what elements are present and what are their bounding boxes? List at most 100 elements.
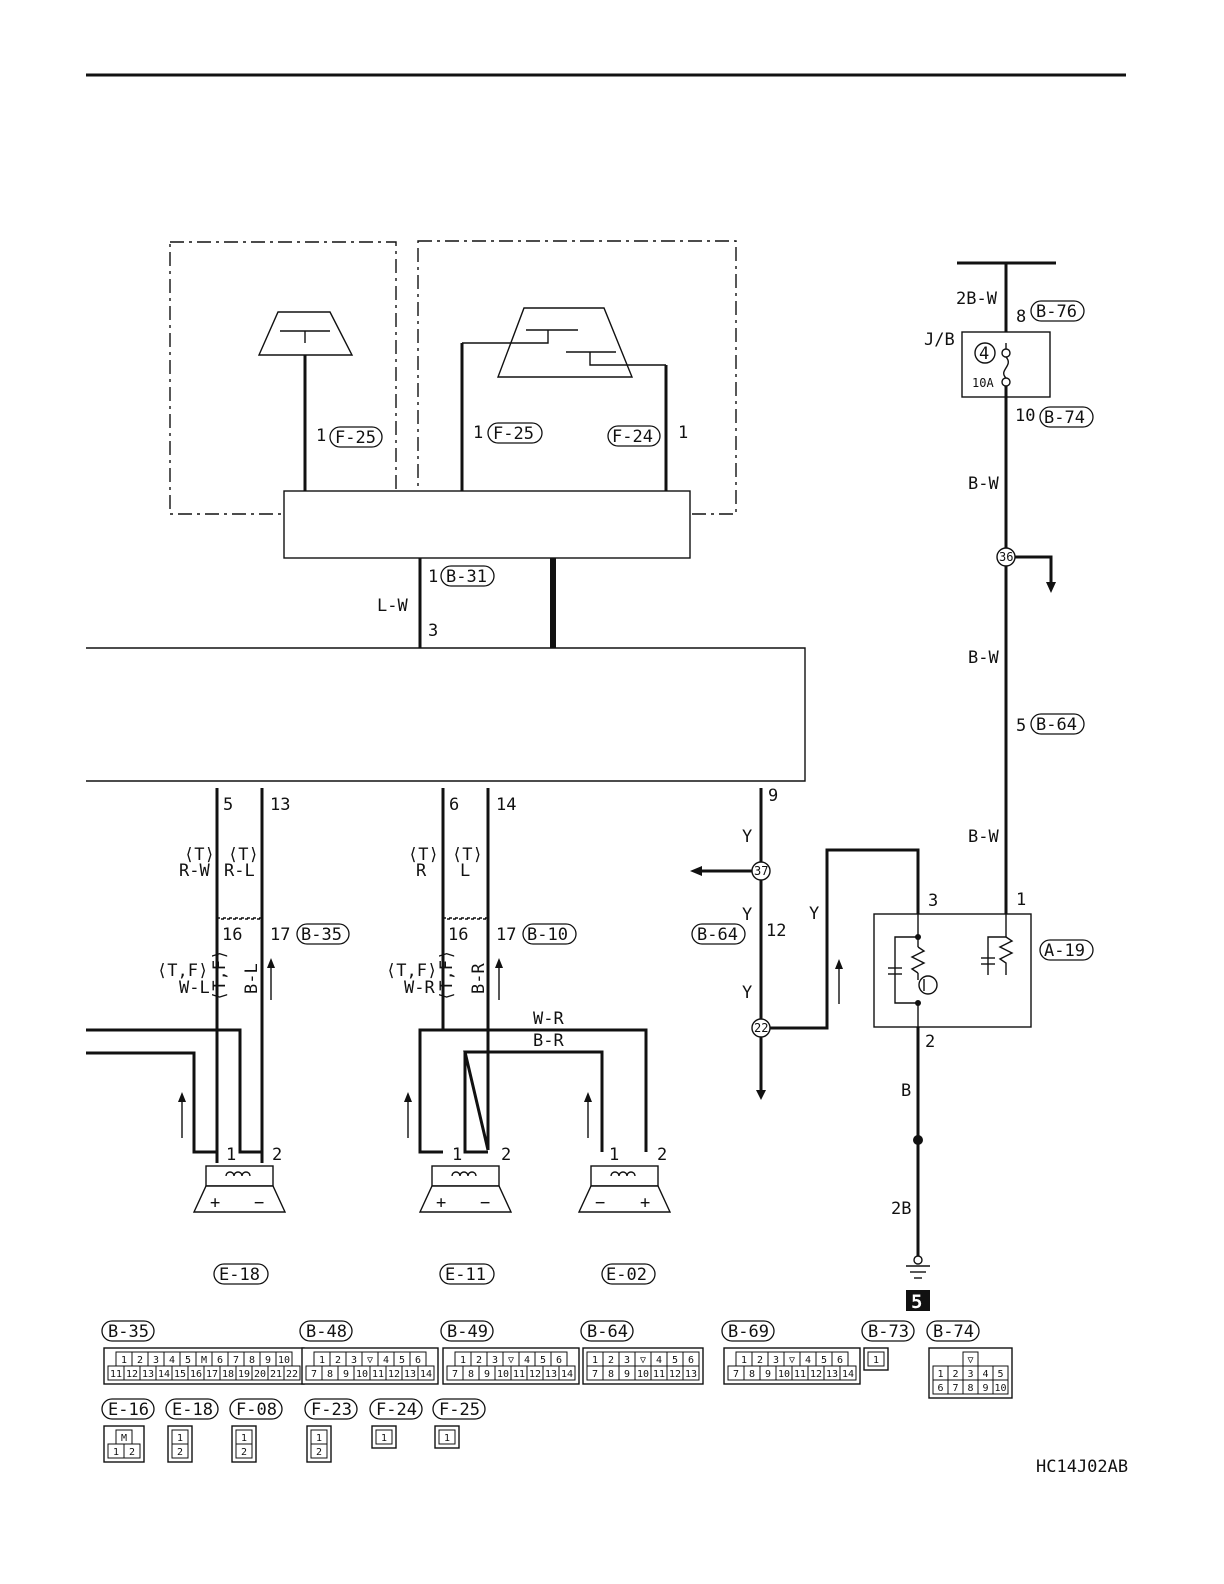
svg-text:1: 1	[381, 1433, 387, 1444]
svg-text:6: 6	[937, 1383, 943, 1394]
svg-text:17: 17	[206, 1369, 218, 1380]
svg-text:2: 2	[952, 1369, 958, 1380]
connector-view-f-24: F-24 1	[369, 1398, 423, 1449]
svg-text:7: 7	[233, 1355, 239, 1366]
svg-text:▽: ▽	[367, 1355, 373, 1366]
pin-e11-1: 1	[452, 1145, 462, 1165]
svg-text:13: 13	[545, 1369, 557, 1380]
svg-text:+: +	[640, 1193, 650, 1213]
svg-text:13: 13	[142, 1369, 154, 1380]
svg-text:5: 5	[185, 1355, 191, 1366]
pin-b31: 1	[428, 567, 438, 587]
svg-text:16: 16	[190, 1369, 202, 1380]
svg-text:F-24: F-24	[376, 1400, 417, 1420]
tag-tf-a: ⟨T,F⟩	[157, 961, 208, 981]
pin-10: 10	[1015, 406, 1035, 426]
connector-e18: E-18	[213, 1263, 269, 1285]
wire-bw-label-a: B-W	[968, 474, 999, 494]
wire-rw-label: R-W	[179, 861, 210, 881]
svg-text:B-74: B-74	[1044, 408, 1085, 428]
connector-view-b-73: B-731	[861, 1320, 915, 1371]
wire-2b-label: 2B	[891, 1199, 911, 1219]
wire-r-label: R	[416, 861, 427, 881]
svg-text:10: 10	[356, 1369, 368, 1380]
tag-tf-d: ⟨T,F⟩	[437, 950, 457, 1001]
svg-text:▽: ▽	[508, 1355, 514, 1366]
svg-text:+: +	[436, 1193, 446, 1213]
svg-text:1: 1	[873, 1355, 879, 1366]
connector-f24: F-24	[607, 425, 661, 447]
connector-f25-left: F-25	[329, 426, 383, 448]
svg-text:2: 2	[608, 1355, 614, 1366]
svg-text:13: 13	[404, 1369, 416, 1380]
svg-text:36: 36	[999, 550, 1013, 564]
svg-text:B-48: B-48	[306, 1322, 347, 1342]
svg-text:E-18: E-18	[219, 1265, 260, 1285]
svg-text:6: 6	[837, 1355, 843, 1366]
svg-text:1: 1	[319, 1355, 325, 1366]
svg-text:10: 10	[994, 1383, 1006, 1394]
svg-text:9: 9	[765, 1369, 771, 1380]
connector-b10: B-10	[522, 923, 577, 945]
pin-16-b10: 16	[448, 925, 468, 945]
junction-37: 37	[751, 861, 771, 881]
wire-2bw-label: 2B-W	[956, 289, 998, 309]
svg-text:20: 20	[254, 1369, 266, 1380]
svg-text:10: 10	[278, 1355, 290, 1366]
svg-text:8: 8	[249, 1355, 255, 1366]
svg-text:5: 5	[911, 1291, 922, 1313]
connector-b31: B-31	[440, 565, 495, 587]
pin-f24: 1	[678, 423, 688, 443]
svg-text:3: 3	[624, 1355, 630, 1366]
svg-text:B-10: B-10	[527, 925, 568, 945]
svg-text:2: 2	[241, 1447, 247, 1458]
transistor-icon	[888, 914, 938, 1027]
svg-text:4: 4	[169, 1355, 175, 1366]
tag-tf-b: ⟨T,F⟩	[210, 950, 230, 1001]
svg-text:3: 3	[773, 1355, 779, 1366]
svg-text:7: 7	[311, 1369, 317, 1380]
wire-wl-label: W-L	[179, 978, 210, 998]
svg-text:4: 4	[383, 1355, 389, 1366]
junction-22: 22	[751, 1018, 771, 1038]
pin-17-b10: 17	[496, 925, 516, 945]
connector-b64: B-64	[1030, 713, 1085, 735]
svg-text:F-24: F-24	[612, 427, 653, 447]
svg-text:3: 3	[351, 1355, 357, 1366]
wire-l-label: L	[460, 861, 470, 881]
svg-text:3: 3	[967, 1369, 973, 1380]
svg-text:8: 8	[749, 1369, 755, 1380]
svg-text:1: 1	[444, 1433, 450, 1444]
wire-br-label: B-R	[469, 963, 489, 994]
svg-text:7: 7	[592, 1369, 598, 1380]
svg-text:E-18: E-18	[172, 1400, 213, 1420]
svg-text:4: 4	[982, 1369, 988, 1380]
pin-e18-1: 1	[226, 1145, 236, 1165]
speaker-e02: − +	[577, 1165, 672, 1213]
fuse-icon: 4 10A	[972, 342, 1011, 390]
svg-text:A-19: A-19	[1044, 941, 1085, 961]
svg-text:4: 4	[524, 1355, 530, 1366]
svg-text:9: 9	[343, 1369, 349, 1380]
connector-b35: B-35	[296, 923, 350, 945]
svg-text:−: −	[480, 1193, 490, 1213]
ground-icon	[906, 1255, 930, 1279]
svg-text:−: −	[254, 1193, 264, 1213]
svg-text:F-23: F-23	[311, 1400, 352, 1420]
svg-text:14: 14	[420, 1369, 432, 1380]
svg-text:F-25: F-25	[335, 428, 376, 448]
svg-text:B-64: B-64	[697, 925, 738, 945]
svg-text:18: 18	[222, 1369, 234, 1380]
svg-text:22: 22	[754, 1021, 768, 1035]
wire-y-label-c: Y	[742, 983, 752, 1003]
left-speaker-zone	[169, 241, 397, 515]
svg-text:−: −	[595, 1193, 605, 1213]
wire-y-label-b: Y	[742, 905, 752, 925]
svg-text:M: M	[201, 1355, 207, 1366]
speaker-e11: + −	[418, 1165, 513, 1213]
svg-text:1: 1	[460, 1355, 466, 1366]
